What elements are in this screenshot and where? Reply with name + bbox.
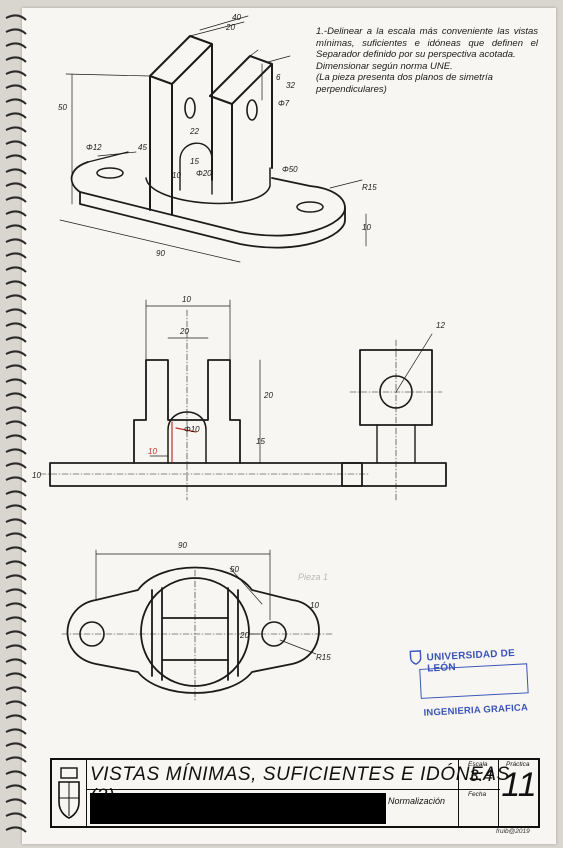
dim-phi50: Φ50 — [282, 165, 298, 174]
crest-icon — [409, 650, 422, 665]
perspective-view — [59, 15, 367, 263]
dim-15: 15 — [190, 157, 199, 166]
separator-practica — [498, 760, 499, 826]
top-dim-width: 20 — [239, 631, 249, 640]
practica-label: Práctica — [506, 761, 530, 768]
escala-label: Escala — [468, 761, 488, 768]
paper-sheet — [22, 8, 556, 844]
author-signature: fruib@2019 — [496, 828, 530, 835]
dim-40: 40 — [232, 13, 241, 22]
dim-phi7: Φ7 — [278, 99, 290, 108]
dim-22: 22 — [189, 127, 199, 136]
separator-scale — [458, 760, 459, 826]
dim-10: 10 — [172, 171, 181, 180]
front-dim-hole: Φ10 — [184, 425, 200, 434]
dim-20: 20 — [225, 23, 235, 32]
front-view — [39, 299, 371, 501]
dim-r15: R15 — [362, 183, 377, 192]
dim-12: Φ12 — [86, 143, 102, 152]
dim-90: 90 — [156, 249, 165, 258]
redacted-name — [90, 793, 386, 824]
top-dim-circle: 50 — [230, 565, 239, 574]
side-view — [341, 333, 447, 501]
top-dim-radius: R15 — [316, 653, 331, 662]
spiral-binding — [5, 14, 27, 833]
practica-value: 11 — [501, 766, 537, 804]
dim-45: 45 — [138, 143, 147, 152]
title-block-crest — [52, 760, 87, 826]
front-dim-20: 20 — [263, 391, 273, 400]
shield-icon — [58, 767, 80, 819]
title-block-subject: Normalización — [388, 796, 446, 806]
side-dim-top: 12 — [436, 321, 445, 330]
top-view — [61, 549, 333, 701]
dim-10b: 10 — [362, 223, 371, 232]
title-block: VISTAS MÍNIMAS, SUFICIENTES E IDÓNEAS (3… — [50, 758, 540, 828]
top-dim-length: 90 — [178, 541, 187, 550]
title-divider — [86, 789, 460, 790]
dim-50: 50 — [58, 103, 67, 112]
stamp-box — [419, 663, 529, 699]
stamp-department: INGENIERIA GRAFICA — [423, 702, 529, 719]
exercise-statement: 1.-Delinear a la escala más conveniente … — [316, 26, 538, 95]
front-dim-top: 10 — [182, 295, 191, 304]
front-dim-base: 10 — [32, 471, 41, 480]
top-dim-end: 10 — [310, 601, 319, 610]
fecha-label: Fecha — [468, 791, 487, 798]
university-stamp: UNIVERSIDAD DE LEÓN INGENIERIA GRAFICA — [404, 636, 548, 727]
exercise-text: 1.-Delinear a la escala más conveniente … — [316, 26, 538, 60]
front-dim-10: 10 — [148, 447, 157, 456]
front-dim-15: 15 — [256, 437, 265, 446]
dim-phi20: Φ20 — [196, 169, 212, 178]
pencil-note: Pieza 1 — [298, 572, 328, 582]
escala-value: 3:4 — [469, 766, 493, 785]
dim-32: 32 — [286, 81, 295, 90]
exercise-norm: Dimensionar según norma UNE. — [316, 60, 453, 72]
dim-6: 6 — [276, 73, 281, 82]
front-dim-slot: 20 — [179, 327, 189, 336]
exercise-note: (La pieza presenta dos planos de simetrí… — [316, 72, 493, 95]
scale-divider — [460, 789, 500, 790]
